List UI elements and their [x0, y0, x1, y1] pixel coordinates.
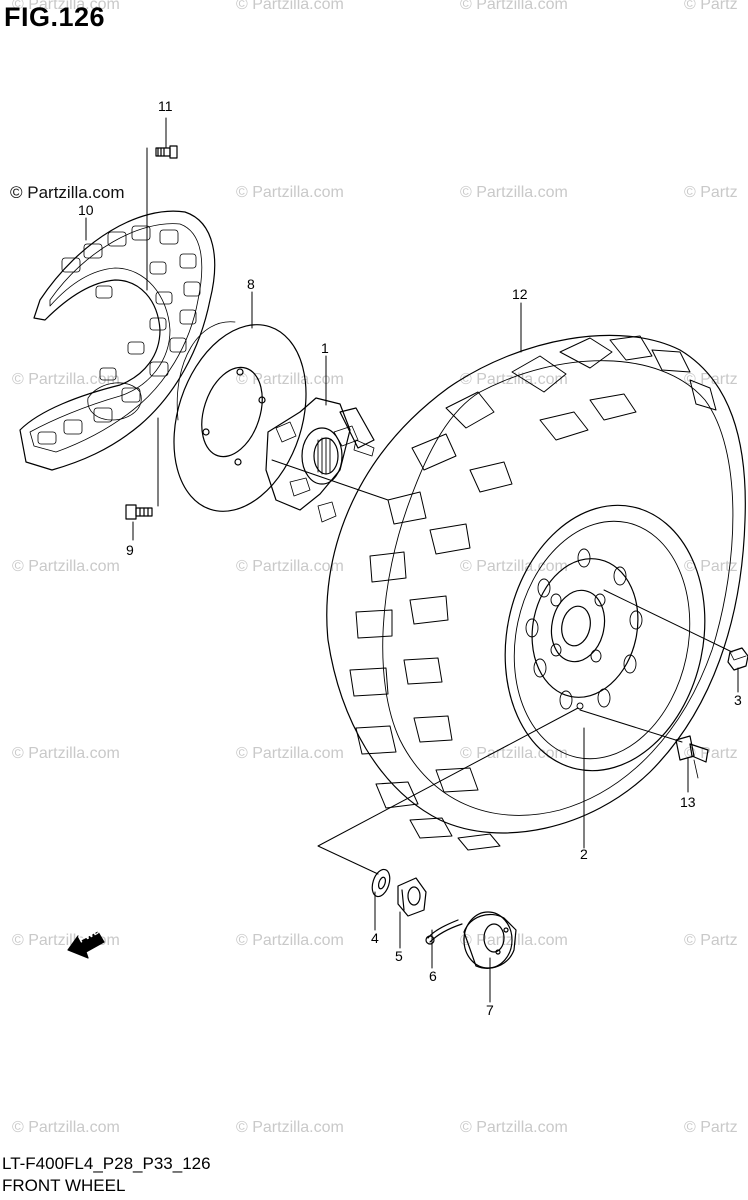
watermark: © Partzilla.com [236, 1119, 344, 1136]
watermark: © Partzilla.com [236, 371, 344, 388]
copyright-notice: © Partzilla.com [10, 183, 125, 202]
valve-stem-13 [675, 735, 709, 779]
watermark: © Partzilla.com [460, 1119, 568, 1136]
callout-label: 11 [158, 98, 173, 114]
nut-3 [727, 647, 748, 671]
callout-label: 8 [247, 276, 255, 292]
brake-disc-8 [173, 321, 307, 512]
watermark: © Partzilla.com [460, 558, 568, 575]
brake-guard-10 [19, 210, 216, 471]
watermark: © Partzilla.com [236, 184, 344, 201]
section-name: FRONT WHEEL [2, 1176, 126, 1195]
callout-label: 9 [126, 542, 134, 558]
bolt-11 [155, 145, 178, 159]
watermark: © Partzilla.com [236, 745, 344, 762]
watermark: © Partzilla.com [12, 371, 120, 388]
figure-title: FIG.126 [4, 2, 106, 32]
hub-cap-7 [463, 911, 517, 969]
callout-label: 4 [371, 930, 379, 946]
watermark: © Partz [684, 371, 738, 388]
watermark: © Partz [684, 1119, 738, 1136]
callout-label: 2 [580, 846, 588, 862]
castle-nut-5 [397, 877, 427, 917]
fwd-arrow-icon [67, 931, 105, 959]
bolt-9 [125, 504, 153, 520]
watermark: © Partzilla.com [12, 558, 120, 575]
watermark: © Partzilla.com [236, 558, 344, 575]
callout-label: 7 [486, 1002, 494, 1018]
callout-label: 12 [512, 286, 528, 302]
watermark: © Partzilla.com [460, 184, 568, 201]
washer-4 [371, 868, 391, 898]
watermark: © Partzilla.com [236, 0, 344, 13]
leader-lines [85, 117, 739, 1003]
callout-label: 1 [321, 340, 329, 356]
watermark: © Partzilla.com [460, 371, 568, 388]
watermark: © Partzilla.com [12, 0, 120, 13]
watermark: © Partzilla.com [12, 1119, 120, 1136]
watermark: © Partzilla.com [460, 0, 568, 13]
watermark: © Partzilla.com [460, 932, 568, 949]
callout-label: 3 [734, 692, 742, 708]
watermark: © Partz [684, 932, 738, 949]
watermark: © Partz [684, 184, 738, 201]
watermark: © Partzilla.com [12, 745, 120, 762]
tire-12 [326, 334, 746, 851]
callout-label: 13 [680, 794, 696, 810]
watermark: © Partzilla.com [236, 932, 344, 949]
callout-label: 6 [429, 968, 437, 984]
watermark: © Partz [684, 0, 738, 13]
callout-label: 5 [395, 948, 403, 964]
model-code: LT-F400FL4_P28_P33_126 [2, 1154, 211, 1173]
rim-2 [504, 504, 706, 772]
wheel-hub-1 [265, 397, 375, 523]
cotter-pin-6 [425, 919, 463, 945]
callout-label: 10 [78, 202, 94, 218]
